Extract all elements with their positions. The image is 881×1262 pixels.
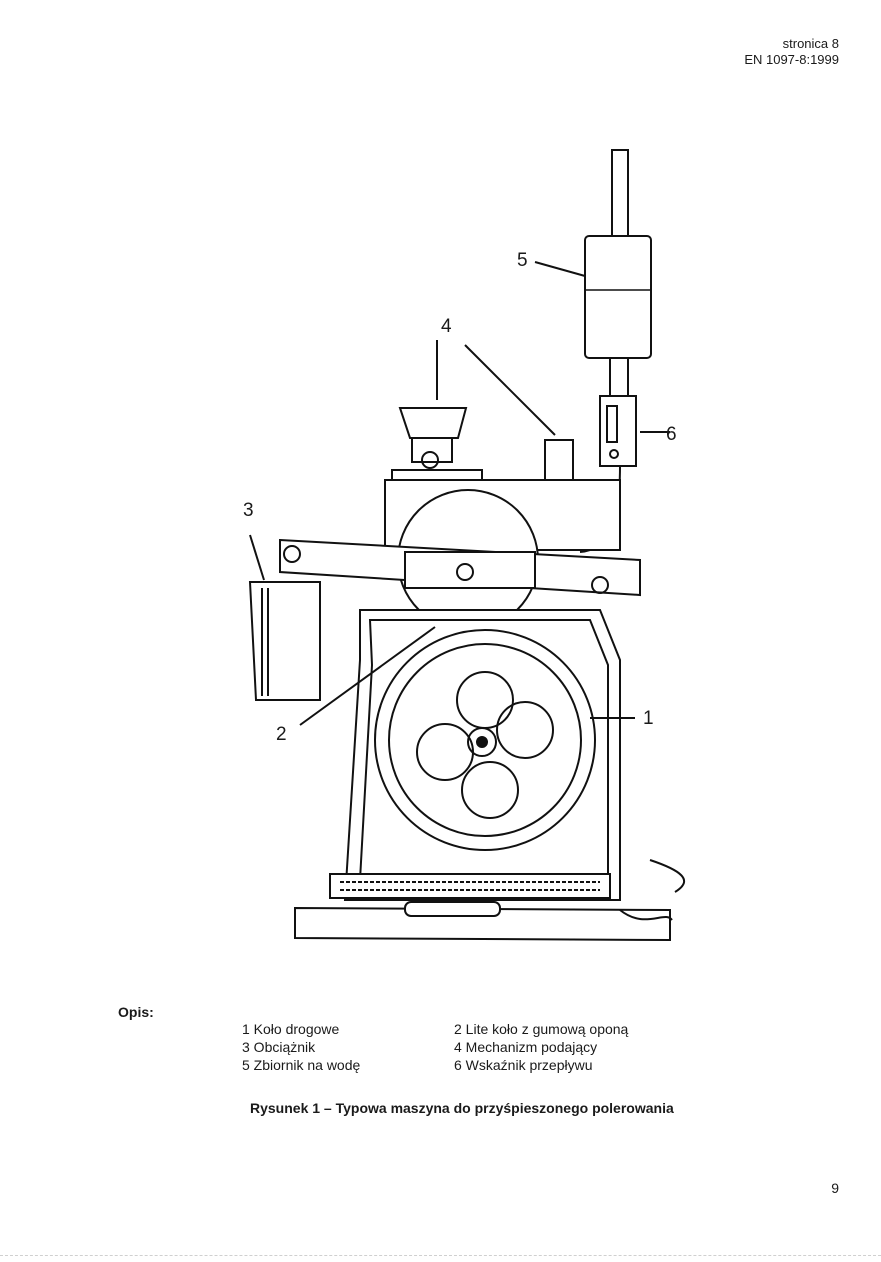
legend-item-2: 2 Lite koło z gumową oponą — [454, 1021, 629, 1037]
figure-caption: Rysunek 1 – Typowa maszyna do przyśpiesz… — [250, 1100, 674, 1116]
page-label: stronica 8 — [782, 36, 839, 51]
callout-4: 4 — [441, 316, 452, 337]
page-number: 9 — [831, 1180, 839, 1196]
callout-6: 6 — [666, 424, 677, 445]
callout-5: 5 — [517, 250, 528, 271]
callout-2: 2 — [276, 724, 287, 745]
legend-item-6: 6 Wskaźnik przepływu — [454, 1057, 593, 1073]
legend-item-3: 3 Obciążnik — [242, 1039, 316, 1055]
legend: 1 Koło drogowe 2 Lite koło z gumową opon… — [242, 1020, 694, 1074]
water-tank — [584, 235, 652, 359]
legend-item-1: 1 Koło drogowe — [242, 1021, 340, 1037]
water-pipe — [611, 149, 629, 241]
scan-border — [0, 1255, 881, 1256]
legend-item-5: 5 Zbiornik na wodę — [242, 1057, 361, 1073]
load-weight — [248, 581, 321, 701]
callout-1: 1 — [643, 708, 654, 729]
legend-item-4: 4 Mechanizm podający — [454, 1039, 598, 1055]
legend-title: Opis: — [118, 1004, 154, 1020]
hopper — [398, 407, 468, 439]
callout-3: 3 — [243, 500, 254, 521]
standard-number: EN 1097-8:1999 — [744, 52, 839, 67]
page-header: stronica 8 EN 1097-8:1999 — [744, 36, 839, 68]
machine-drawing — [248, 149, 686, 942]
machine-base — [294, 906, 671, 942]
